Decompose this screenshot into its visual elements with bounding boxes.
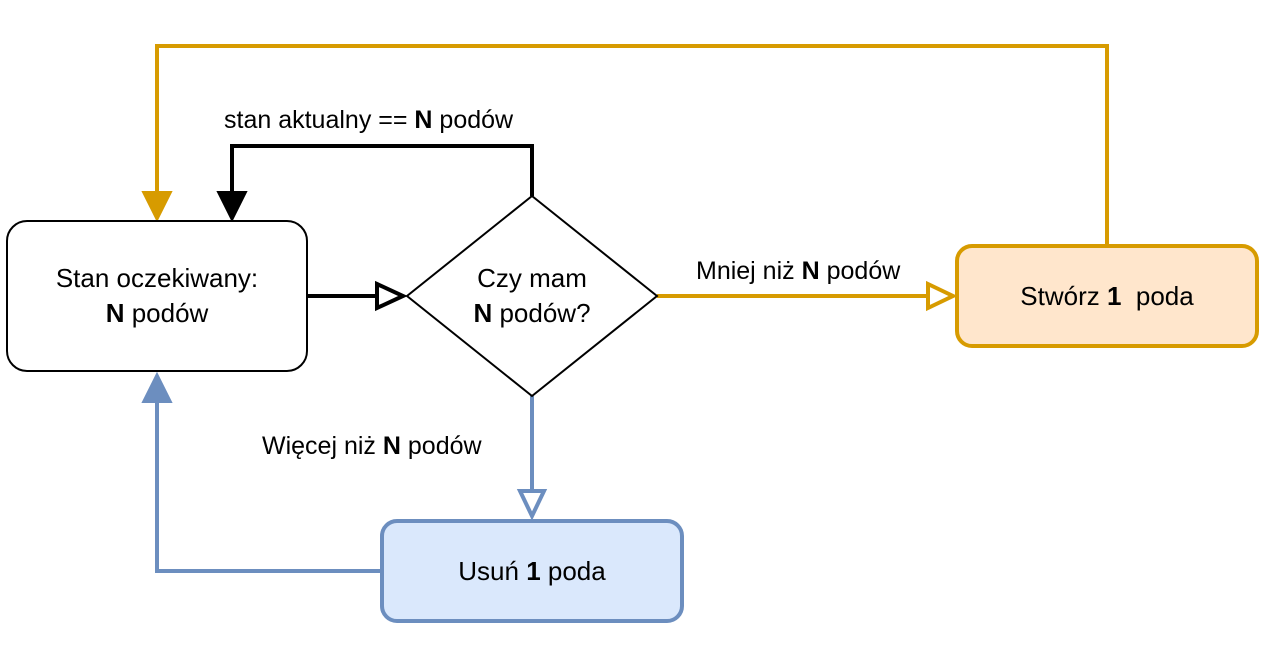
arrowhead-create-to-desired xyxy=(141,191,173,223)
edge-label-less-pre: Mniej niż xyxy=(696,257,802,285)
node-remove-line: Usuń 1 poda xyxy=(458,554,605,589)
node-create xyxy=(955,244,1259,348)
edge-label-less-post: podów xyxy=(819,257,901,285)
arrowhead-desired-to-decision xyxy=(375,280,408,312)
edge-label-equal-pre: stan aktualny == xyxy=(224,106,415,134)
arrowhead-decision-to-create xyxy=(926,280,958,312)
edge-label-less-bold: N xyxy=(801,257,820,285)
node-remove-pre: Usuń xyxy=(458,555,527,586)
edge-label-equal-post: podów xyxy=(432,106,514,134)
arrowhead-equal-loop xyxy=(216,191,248,223)
node-create-post: poda xyxy=(1121,280,1194,311)
edge-label-more-bold: N xyxy=(382,432,401,460)
node-desired-line1: Stan oczekiwany: xyxy=(55,263,259,293)
edge-label-less: Mniej niż N podów xyxy=(696,257,900,286)
node-remove xyxy=(380,519,684,623)
edge-create-to-desired xyxy=(155,44,1109,245)
node-create-text: Stwórz 1 poda xyxy=(957,246,1257,346)
node-desired-rest: podów xyxy=(124,298,209,328)
node-remove-post: poda xyxy=(540,555,606,586)
node-create-bold: 1 xyxy=(1106,280,1122,311)
edge-remove-to-desired xyxy=(155,398,382,573)
node-decision-line1: Czy mam xyxy=(477,263,587,293)
node-decision-line2: N podów? xyxy=(473,296,590,331)
edge-label-equal: stan aktualny == N podów xyxy=(224,106,513,135)
node-decision xyxy=(405,194,659,398)
node-decision-text: Czy mam N podów? xyxy=(432,246,632,346)
node-desired-bold: N xyxy=(105,298,125,328)
arrowhead-remove-to-desired xyxy=(141,371,173,403)
node-remove-bold: 1 xyxy=(526,555,541,586)
node-desired-text: Stan oczekiwany: N podów xyxy=(7,221,307,371)
edge-label-more-pre: Więcej niż xyxy=(262,432,383,460)
edge-equal-loop xyxy=(230,144,534,196)
node-create-pre: Stwórz xyxy=(1020,280,1107,311)
edge-label-equal-bold: N xyxy=(414,106,433,134)
node-desired-state xyxy=(6,220,308,372)
arrowhead-decision-to-remove xyxy=(516,489,548,521)
edge-label-more: Więcej niż N podów xyxy=(262,432,482,461)
node-decision-bold: N xyxy=(473,298,493,328)
node-desired-line2: N podów xyxy=(106,296,209,331)
node-create-line: Stwórz 1 poda xyxy=(1020,279,1193,314)
edge-label-more-post: podów xyxy=(400,432,482,460)
node-remove-text: Usuń 1 poda xyxy=(382,521,682,621)
node-decision-rest: podów? xyxy=(492,298,591,328)
